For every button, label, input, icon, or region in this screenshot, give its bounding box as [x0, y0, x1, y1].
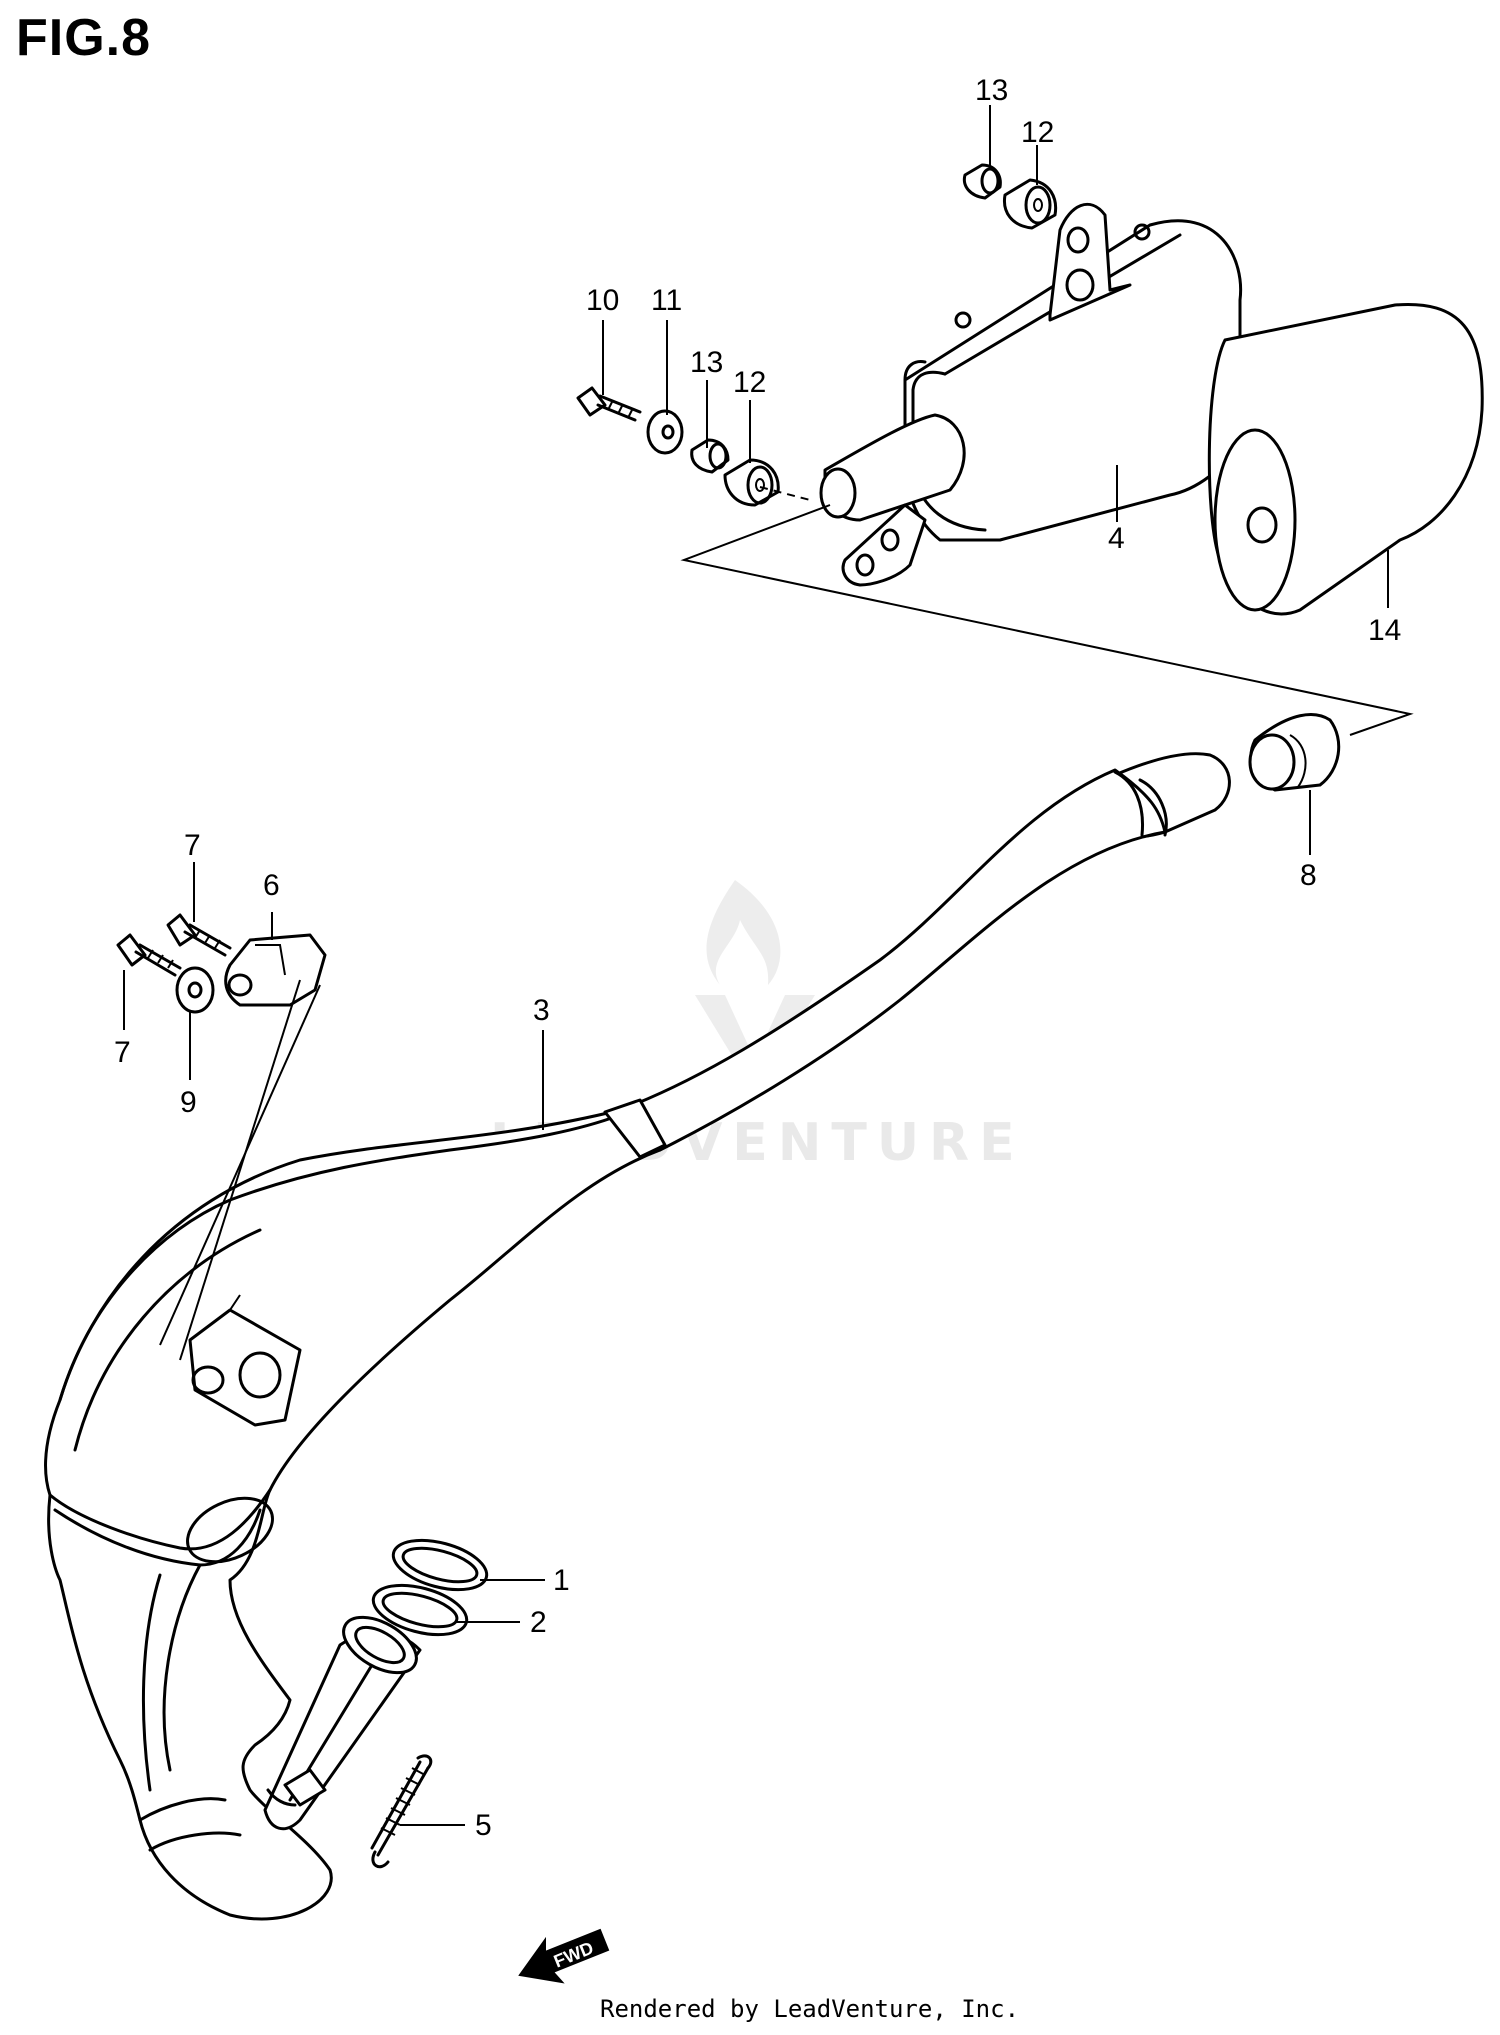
bolt-lower: [116, 933, 182, 977]
watermark-v-icon: [695, 995, 815, 1085]
callout-2: 2: [530, 1606, 547, 1639]
fwd-arrow-icon: FWD: [518, 1928, 610, 1984]
bracket: [224, 933, 327, 1007]
leader-lines: [123, 105, 1389, 1826]
callout-1: 1: [553, 1564, 570, 1597]
callout-3: 3: [533, 994, 550, 1027]
joint-grommet: [1248, 713, 1341, 792]
callout-13-lower: 13: [690, 346, 723, 379]
callout-11: 11: [651, 284, 682, 317]
callout-4: 4: [1108, 522, 1125, 555]
callout-numbers: 13 12 10 11 13 12 4 14 8 7 7 6 9 3 1 2 5: [114, 74, 1401, 1842]
silencer-body: [819, 202, 1243, 587]
callout-8: 9: [180, 1086, 197, 1119]
silencer-packing: [1207, 302, 1484, 616]
callout-5: 5: [475, 1809, 492, 1842]
callout-13-upper: 13: [975, 74, 1008, 107]
figure-title: FIG.8: [16, 9, 152, 67]
expansion-chamber: [44, 752, 1231, 1921]
assembly-lines: [159, 486, 1414, 1361]
collar-lower: [690, 438, 730, 474]
spring: [370, 1754, 433, 1869]
footer-credit: Rendered by LeadVenture, Inc.: [600, 1995, 1020, 2023]
callout-9: 8: [1300, 859, 1317, 892]
bolt-upper: [166, 913, 232, 957]
silencer-bolt: [576, 386, 642, 422]
callout-10: 10: [586, 284, 619, 317]
cushion-upper: [1002, 178, 1058, 230]
gasket-1: [391, 1538, 489, 1592]
collar-upper: [962, 163, 1002, 200]
cushion-lower: [723, 458, 780, 507]
callout-12-lower: 12: [733, 366, 766, 399]
callout-7-upper: 7: [184, 829, 201, 862]
callout-6: 6: [263, 869, 280, 902]
watermark-flame-icon: [706, 880, 781, 985]
callout-7-lower: 7: [114, 1036, 131, 1069]
callout-14: 14: [1368, 614, 1401, 647]
callout-12-upper: 12: [1021, 116, 1054, 149]
silencer-washer: [646, 409, 684, 455]
washer: [175, 966, 215, 1014]
